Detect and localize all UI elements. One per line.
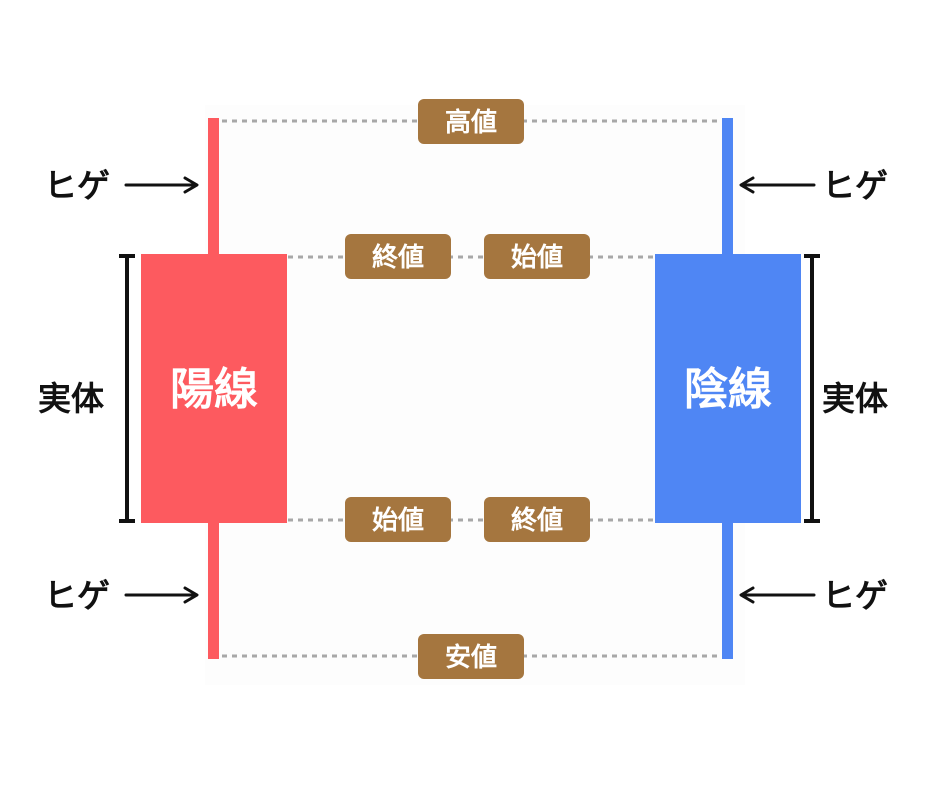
- arrow-left-icon: [739, 176, 816, 194]
- low-tag: 安値: [418, 634, 524, 679]
- left-annotations: ヒゲ ヒゲ 実体: [38, 166, 199, 615]
- arrow-right-icon: [124, 176, 199, 194]
- left-upper-wick-label: ヒゲ: [44, 166, 110, 205]
- high-tag: 高値: [418, 99, 524, 144]
- bullish-open-tag: 始値: [345, 497, 451, 542]
- left-body-label: 実体: [38, 379, 104, 418]
- bullish-body-label: 陽線: [170, 364, 258, 415]
- svg-text:始値: 始値: [511, 243, 563, 273]
- bearish-body-label: 陰線: [684, 364, 772, 415]
- right-lower-wick-label: ヒゲ: [822, 576, 888, 615]
- right-annotations: ヒゲ ヒゲ 実体: [739, 166, 888, 615]
- arrow-left-icon: [739, 586, 816, 604]
- bullish-body: [141, 254, 287, 523]
- svg-text:安値: 安値: [445, 643, 497, 673]
- bearish-open-tag: 始値: [484, 234, 590, 279]
- bearish-close-tag: 終値: [484, 497, 590, 542]
- svg-text:始値: 始値: [372, 506, 424, 536]
- bearish-candle: 陰線: [655, 118, 801, 659]
- left-lower-wick-label: ヒゲ: [44, 576, 110, 615]
- bearish-body: [655, 254, 801, 523]
- svg-text:終値: 終値: [511, 505, 563, 536]
- bullish-candle: 陽線: [141, 118, 287, 659]
- svg-text:終値: 終値: [372, 242, 424, 273]
- right-body-label: 実体: [822, 379, 888, 418]
- svg-text:高値: 高値: [445, 107, 497, 138]
- bullish-close-tag: 終値: [345, 234, 451, 279]
- arrow-right-icon: [124, 586, 199, 604]
- left-body-bracket: [119, 254, 135, 523]
- right-body-bracket: [804, 254, 820, 523]
- price-tags: 高値 安値 終値 始値 始値 終値: [345, 99, 590, 679]
- right-upper-wick-label: ヒゲ: [822, 166, 888, 205]
